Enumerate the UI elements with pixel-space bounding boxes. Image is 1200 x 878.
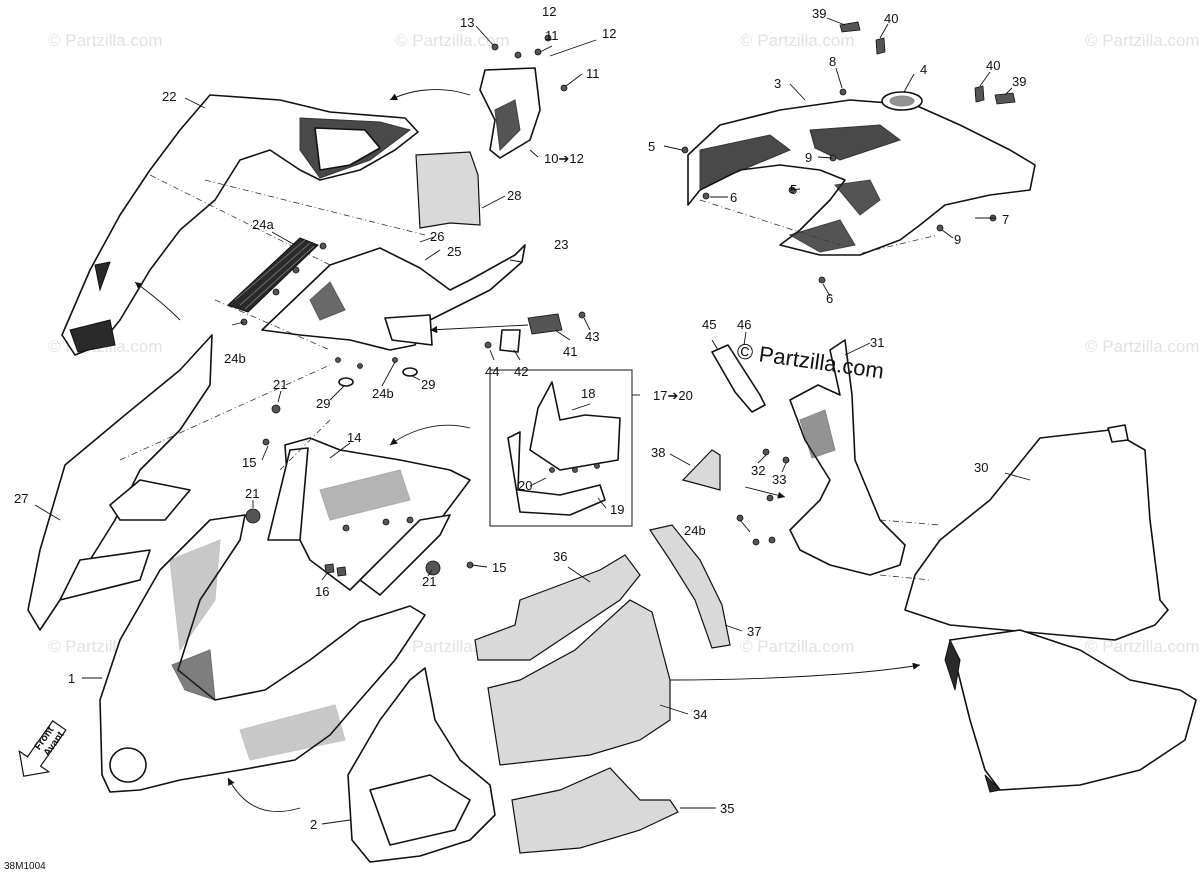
- front-arrow: Front Avant: [18, 720, 67, 777]
- callout-21: 21: [422, 574, 436, 589]
- watermark: © Partzilla.com: [48, 31, 163, 50]
- callout-15: 15: [242, 455, 256, 470]
- callout-43: 43: [585, 329, 599, 344]
- part-17-20-group: [489, 369, 633, 527]
- callout-1: 1: [68, 671, 75, 686]
- part-37-trim: [649, 524, 731, 649]
- callout-40: 40: [884, 11, 898, 26]
- watermark: © Partzilla.com: [740, 31, 855, 50]
- part-38-block: [681, 449, 721, 491]
- callout-24b: 24b: [372, 386, 394, 401]
- part-27-side-panel: [27, 334, 213, 631]
- callout-16: 16: [315, 584, 329, 599]
- callout-25: 25: [447, 244, 461, 259]
- part-24a-grille: [227, 237, 327, 326]
- callout-45: 45: [702, 317, 716, 332]
- callout-31: 31: [870, 335, 884, 350]
- callout-44: 44: [485, 364, 499, 379]
- watermark: © Partzilla.com: [1085, 337, 1200, 356]
- callout-21: 21: [245, 486, 259, 501]
- part-35-lower-panel: [511, 767, 679, 854]
- part-30-side-cover: [904, 424, 1197, 793]
- callout-30: 30: [974, 460, 988, 475]
- callout-33: 33: [772, 472, 786, 487]
- callout-14: 14: [347, 430, 361, 445]
- callout-24b: 24b: [224, 351, 246, 366]
- callout-2: 2: [310, 817, 317, 832]
- part-36-panel: [474, 554, 641, 661]
- callout-39: 39: [812, 6, 826, 21]
- callout-22: 22: [162, 89, 176, 104]
- part-10-bracket: [479, 34, 568, 159]
- part-22-upper-fairing: [61, 89, 471, 356]
- callout-18: 18: [581, 386, 595, 401]
- callout-27: 27: [14, 491, 28, 506]
- callout-32: 32: [751, 463, 765, 478]
- callout-46: 46: [737, 317, 751, 332]
- callout-36: 36: [553, 549, 567, 564]
- callout-5: 5: [790, 182, 797, 197]
- part-41-latch: [429, 311, 586, 353]
- callout-15: 15: [492, 560, 506, 575]
- part-3-tank-cover: [681, 21, 1036, 284]
- callout-17-20: 17➔20: [653, 388, 693, 403]
- partzilla-watermark: © Partzilla.com: [735, 338, 885, 383]
- watermark: © Partzilla.com: [1085, 31, 1200, 50]
- callout-39: 39: [1012, 74, 1026, 89]
- callout-11: 11: [545, 28, 559, 43]
- callout-9: 9: [805, 150, 812, 165]
- callout-labels: 1 2 3 4 5 5 6 6 7 8 9 9 10➔12 11 11 12 1…: [14, 4, 1026, 832]
- callout-19: 19: [610, 502, 624, 517]
- callout-11: 11: [586, 66, 600, 81]
- part-31-frame: [711, 339, 906, 576]
- part-34-side-panel: [487, 599, 921, 766]
- part-14-frame: [245, 404, 474, 596]
- callout-23: 23: [554, 237, 568, 252]
- callout-29: 29: [316, 396, 330, 411]
- leader-lines: [34, 17, 1031, 825]
- callout-26: 26: [430, 229, 444, 244]
- callout-24b: 24b: [684, 523, 706, 538]
- callout-9: 9: [954, 232, 961, 247]
- part-28-panel: [415, 151, 481, 229]
- watermark: © Partzilla.com: [1085, 637, 1200, 656]
- watermark: © Partzilla.com: [395, 31, 510, 50]
- callout-6: 6: [826, 291, 833, 306]
- callout-42: 42: [514, 364, 528, 379]
- callout-7: 7: [1002, 212, 1009, 227]
- watermark: © Partzilla.com: [740, 637, 855, 656]
- alignment-lines: [119, 174, 941, 581]
- callout-12: 12: [602, 26, 616, 41]
- callout-24a: 24a: [252, 217, 274, 232]
- callout-28: 28: [507, 188, 521, 203]
- callout-21: 21: [273, 377, 287, 392]
- part-2-lower-front: [347, 667, 496, 863]
- part-23-bracket: [261, 244, 526, 387]
- callout-37: 37: [747, 624, 761, 639]
- callout-4: 4: [920, 62, 927, 77]
- callout-8: 8: [829, 54, 836, 69]
- callout-3: 3: [774, 76, 781, 91]
- callout-40: 40: [986, 58, 1000, 73]
- callout-20: 20: [518, 478, 532, 493]
- callout-34: 34: [693, 707, 707, 722]
- callout-5: 5: [648, 139, 655, 154]
- callout-13: 13: [460, 15, 474, 30]
- callout-35: 35: [720, 801, 734, 816]
- callout-38: 38: [651, 445, 665, 460]
- callout-12: 12: [542, 4, 556, 19]
- callout-41: 41: [563, 344, 577, 359]
- callout-10: 10➔12: [544, 151, 584, 166]
- center-watermark: © Partzilla.com: [735, 338, 885, 383]
- diagram-code: 38M1004: [4, 861, 46, 872]
- part-1-front-fairing: [99, 514, 426, 813]
- callout-6: 6: [730, 190, 737, 205]
- callout-29: 29: [421, 377, 435, 392]
